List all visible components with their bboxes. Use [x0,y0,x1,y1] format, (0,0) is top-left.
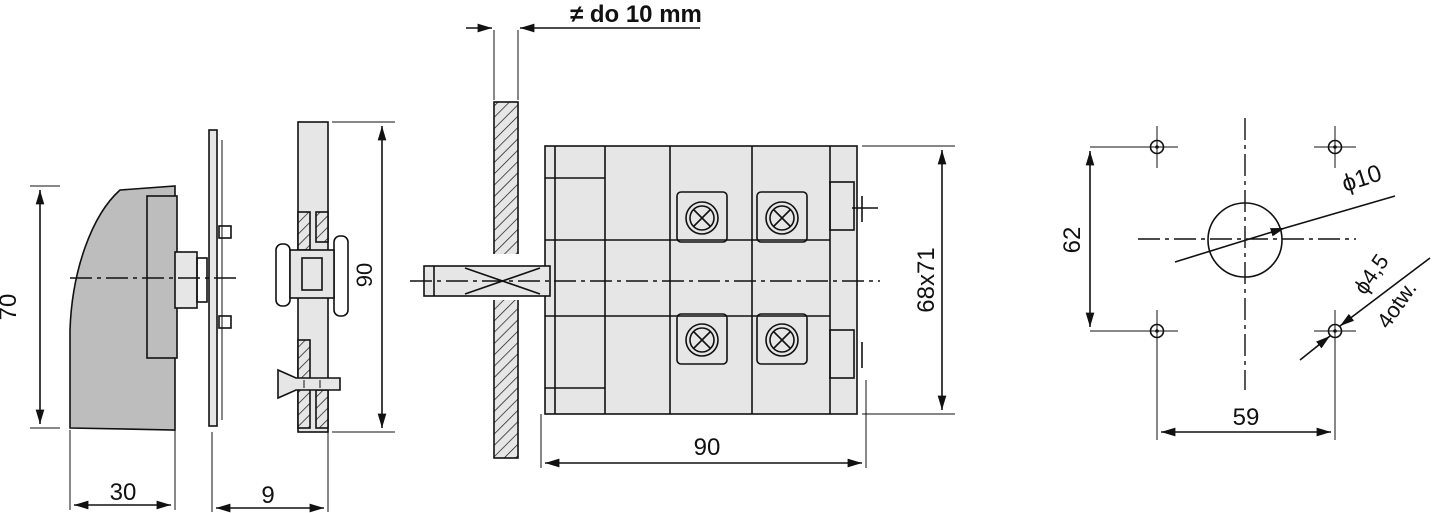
center-hole-diameter-label: ϕ10 [1339,160,1386,198]
terminal-screw-1 [676,191,728,243]
mount-hole-count-label: 4otw. [1372,276,1422,332]
handle-side-view: 70 30 [0,129,240,510]
hole-spacing-horizontal-label: 59 [1233,404,1260,431]
handle-shaft [174,251,198,309]
switch-section-label: 68x71 [913,247,940,312]
switch-length-label: 90 [694,434,721,461]
plate-diameter-label: 90 [352,263,377,287]
plate-section-view: 90 9 [211,121,395,513]
mount-hole-4 [1314,310,1356,352]
terminal-screw-3 [676,313,728,365]
handle-depth-label: 30 [110,479,137,506]
mounting-screw [277,368,341,400]
handle-height-label: 70 [0,294,22,321]
switch-body [544,145,858,415]
panel-thickness-label: ≠ do 10 mm [570,1,702,28]
switch-side-view: ≠ do 10 mm [410,1,955,468]
panel-cutout-view: 62 59 ϕ10 ϕ4,5 4otw. [1059,118,1431,440]
mount-hole-2 [1314,126,1356,168]
terminal-screw-4 [756,313,808,365]
hole-spacing-vertical-label: 62 [1059,227,1086,254]
terminal-screw-2 [756,191,808,243]
mount-hole-3 [1136,310,1178,352]
center-hole [1207,202,1283,278]
handle-boss [146,195,178,359]
plate-thickness-label: 9 [261,482,274,509]
